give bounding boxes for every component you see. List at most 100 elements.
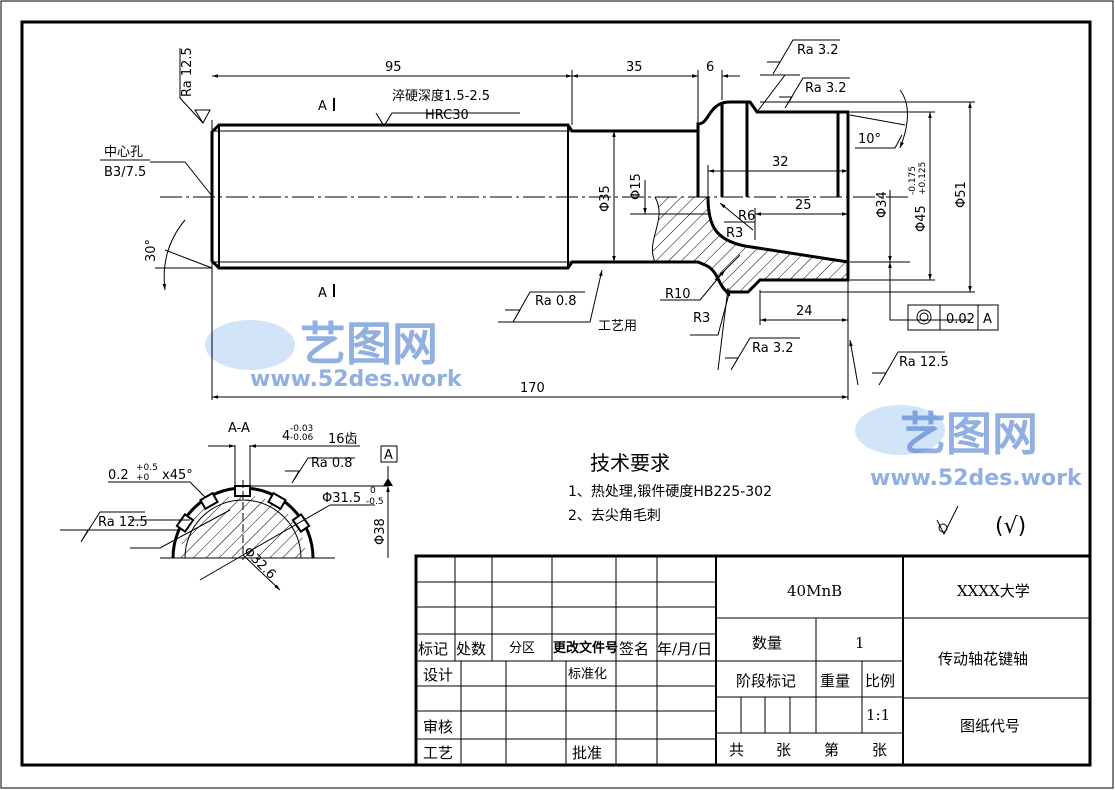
watermark: 艺图网 www.52des.work 艺图网 www.52des.work [205, 317, 1083, 491]
radius-r10: R10 [665, 287, 691, 302]
general-roughness: (√) [936, 505, 1026, 539]
roughness-ra12-5-right: Ra 12.5 [899, 355, 949, 370]
material: 40MnB [787, 582, 842, 600]
dim-dia45: Φ45 [914, 205, 929, 232]
sheets-total-suffix: 张 [776, 741, 791, 759]
section-mark-bottom: A [318, 286, 327, 301]
chamfer-tol-upper: +0.5 [136, 463, 158, 473]
header-sign: 签名 [619, 640, 649, 658]
roughness-ra3-2-bottom: Ra 3.2 [752, 341, 794, 356]
dim-dia31-5-tol-lower: -0.5 [366, 497, 384, 507]
quantity-value: 1 [855, 634, 865, 652]
header-change-doc: 更改文件号 [553, 640, 618, 656]
roughness-ra12-5-left: Ra 12.5 [180, 47, 195, 97]
dim-dia34: Φ34 [875, 191, 890, 218]
center-hole-spec: B3/7.5 [104, 165, 146, 180]
roughness-ra3-2-head: Ra 3.2 [805, 81, 847, 96]
section-title: A-A [228, 421, 250, 436]
sheets-current-prefix: 第 [824, 741, 839, 759]
sheets-current-suffix: 张 [872, 741, 887, 759]
dimension-lines [150, 70, 975, 400]
tech-req-title: 技术要求 [590, 451, 670, 475]
watermark-logo: 艺图网 [300, 317, 438, 371]
part-name: 传动轴花键轴 [938, 650, 1028, 668]
chamfer-tol-lower: +0 [136, 473, 150, 483]
scale-value: 1:1 [866, 706, 890, 724]
dim-170: 170 [520, 381, 545, 396]
sheets-total-prefix: 共 [729, 741, 744, 759]
label-scale: 比例 [865, 672, 895, 690]
header-date: 年/月/日 [657, 640, 712, 658]
hardness-note: HRC30 [425, 108, 469, 123]
teeth-count: 16齿 [328, 432, 358, 447]
dim-dia51: Φ51 [954, 181, 969, 208]
process-note: 工艺用 [598, 319, 637, 334]
dim-95: 95 [385, 60, 402, 75]
dim-dia35: Φ35 [598, 185, 613, 212]
section-roughness-ra12-5: Ra 12.5 [98, 515, 148, 530]
break-line [651, 196, 660, 263]
geometric-tolerance-frame: 0.02 A [907, 304, 999, 331]
radius-r3-lower: R3 [693, 311, 710, 326]
watermark-url-2: www.52des.work [870, 466, 1083, 491]
chamfer-angle: x45° [162, 468, 193, 483]
angle-10: 10° [858, 132, 881, 147]
title-block: 标记 处数 分区 更改文件号 签名 年/月/日 设计 标准化 审核 工艺 批准 … [414, 554, 1092, 767]
concentricity-icon [916, 309, 932, 325]
section-hatch [652, 197, 848, 292]
dim-dia31-5: Φ31.5 [322, 491, 361, 506]
label-review: 审核 [423, 718, 453, 736]
tolerance-value: 0.02 [946, 312, 975, 327]
dim-6: 6 [706, 60, 714, 75]
section-roughness-ra0-8: Ra 0.8 [311, 456, 353, 471]
hardening-depth-note: 淬硬深度1.5-2.5 [392, 88, 490, 104]
dim-dia38: Φ38 [373, 518, 388, 545]
roughness-symbol-lines [100, 39, 945, 386]
key-width: 4 [282, 429, 290, 444]
watermark-logo-2: 艺图网 [900, 407, 1038, 461]
label-stage: 阶段标记 [736, 672, 796, 690]
dim-dia45-tol-lower: +0.125 [918, 162, 928, 195]
roughness-and-notes-text: Ra 12.5 Ra 0.8 Ra 3.2 Ra 3.2 Ra 3.2 Ra 1… [104, 43, 949, 370]
shaft-outline [210, 100, 850, 294]
label-process: 工艺 [423, 744, 453, 762]
label-design: 设计 [423, 666, 453, 684]
watermark-globe-icon-2 [855, 405, 945, 455]
tech-req-item-2: 2、去尖角毛刺 [568, 508, 661, 524]
label-weight: 重量 [820, 672, 850, 690]
label-quantity: 数量 [752, 634, 782, 652]
roughness-symbol-icon [936, 505, 959, 536]
organization: XXXX大学 [957, 582, 1030, 600]
center-hole-label: 中心孔 [104, 145, 143, 160]
dim-24: 24 [796, 304, 813, 319]
roughness-ra0-8: Ra 0.8 [535, 294, 577, 309]
dimension-texts: 95 35 6 170 32 25 24 Φ35 Φ15 Φ34 Φ45 -0.… [144, 60, 969, 396]
watermark-url: www.52des.work [250, 367, 463, 392]
header-mark: 标记 [418, 640, 448, 658]
watermark-globe-icon [205, 320, 295, 370]
label-approve: 批准 [572, 744, 602, 762]
radius-r6: R6 [738, 209, 755, 224]
spline-section-view: A-A 4 -0.03 -0.06 16齿 Ra 0.8 Ra 12.5 0.2… [60, 421, 398, 591]
header-count: 处数 [456, 640, 486, 658]
dim-dia45-tol-upper: -0.175 [908, 166, 918, 195]
dim-dia15: Φ15 [629, 173, 644, 200]
dim-35: 35 [626, 60, 643, 75]
drawing-number-label: 图纸代号 [960, 717, 1020, 735]
section-datum: A [384, 448, 393, 463]
dim-dia31-5-tol-upper: 0 [370, 486, 376, 496]
section-mark-top: A [318, 99, 327, 114]
label-standardize: 标准化 [568, 667, 607, 682]
radius-r3: R3 [726, 226, 743, 241]
other-roughness: (√) [995, 514, 1026, 539]
chamfer-size: 0.2 [108, 468, 129, 483]
dim-25: 25 [795, 198, 812, 213]
key-tol-lower: -0.06 [290, 433, 314, 443]
tolerance-datum: A [983, 312, 992, 327]
angle-30: 30° [144, 239, 159, 262]
header-zone: 分区 [509, 641, 535, 656]
key-tol-upper: -0.03 [290, 424, 313, 434]
shaft-view [160, 100, 910, 294]
